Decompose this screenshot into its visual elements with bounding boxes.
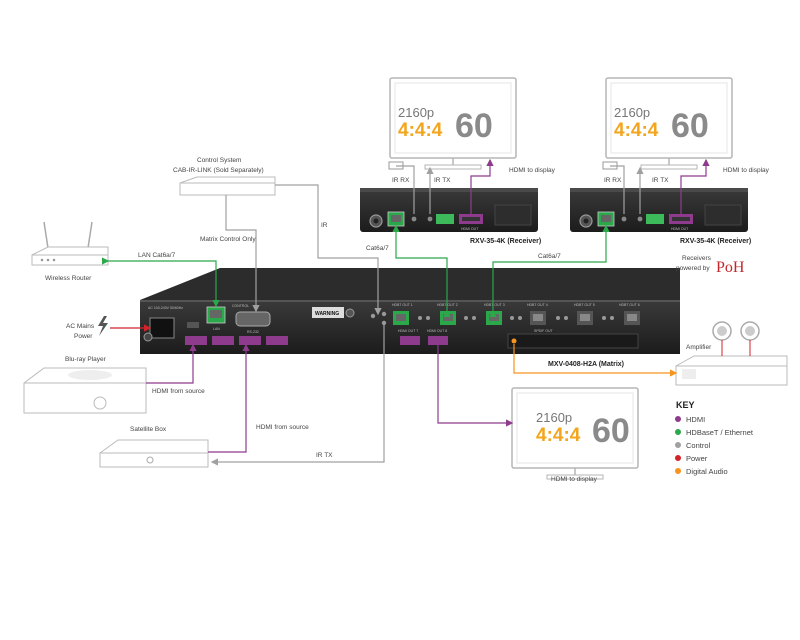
ac-rating-label: AC 100-240V 50/60Hz bbox=[148, 306, 183, 310]
receiver-2: HDMI OUT RXV-35-4K (Receiver) bbox=[570, 188, 751, 245]
ir-label: IR bbox=[321, 222, 328, 229]
rs232-label: RS-232 bbox=[247, 330, 259, 334]
receivers-powered-line2: powered by bbox=[676, 265, 710, 272]
ir-tx-label-1: IR TX bbox=[434, 177, 451, 184]
hdbt-out-4-label: HDBT OUT 4 bbox=[527, 303, 548, 307]
display-receiver-1: 2160p 4:4:4 60 bbox=[389, 77, 517, 170]
display-resolution: 2160p bbox=[614, 105, 650, 120]
display-chroma: 4:4:4 bbox=[398, 120, 443, 141]
key-dot bbox=[675, 455, 681, 461]
control-system-box bbox=[179, 176, 276, 196]
display-chroma: 4:4:4 bbox=[614, 120, 659, 141]
lan-label: LAN bbox=[213, 327, 220, 331]
key-item-digital-audio: Digital Audio bbox=[686, 467, 728, 476]
cat6a-label-1: Cat6a/7 bbox=[366, 245, 389, 252]
display-hdmi-out: 2160p 4:4:4 60 bbox=[511, 387, 639, 480]
display-resolution: 2160p bbox=[536, 410, 572, 425]
ir-tx-label: IR TX bbox=[316, 452, 333, 459]
key-item-control: Control bbox=[686, 441, 711, 450]
bluray-hdmi-cable bbox=[146, 343, 197, 384]
ac-mains-title: AC Mains bbox=[66, 323, 95, 330]
legend-key: KEY HDMI HDBaseT / Ethernet Control Powe… bbox=[675, 400, 754, 476]
display-fps: 60 bbox=[671, 107, 709, 145]
hdmi-display-label-2: HDMI to display bbox=[723, 167, 770, 174]
hdmi-out-label: HDMI OUT bbox=[671, 227, 689, 231]
control-system-subtitle: CAB-IR-LINK (Sold Separately) bbox=[173, 167, 264, 174]
control-label: CONTROL bbox=[232, 304, 249, 308]
ir-rx-label-1: IR RX bbox=[392, 177, 410, 184]
amplifier-label: Amplifier bbox=[686, 344, 712, 351]
ir-rx-cable-1 bbox=[396, 165, 415, 214]
matrix-model: MXV-0408-H2A (Matrix) bbox=[548, 361, 624, 368]
display-chroma: 4:4:4 bbox=[536, 425, 581, 446]
key-title: KEY bbox=[676, 400, 695, 410]
bluray-label: Blu-ray Player bbox=[65, 356, 107, 363]
hdbaset-cable-1 bbox=[392, 224, 451, 317]
key-dot bbox=[675, 468, 681, 474]
digital-audio-cable bbox=[513, 344, 678, 377]
ir-tx-satellite-cable bbox=[210, 325, 385, 466]
receivers-powered-line1: Receivers bbox=[682, 255, 712, 262]
poh-logo: PoH bbox=[716, 259, 745, 276]
hdbt-out-5-label: HDBT OUT 5 bbox=[574, 303, 595, 307]
control-system-title: Control System bbox=[197, 157, 241, 164]
hdmi-display-label-1: HDMI to display bbox=[509, 167, 556, 174]
ir-cable bbox=[275, 184, 382, 316]
spdif-label: SPDIF OUT bbox=[534, 329, 554, 333]
hdbt-out-1-label: HDBT OUT 1 bbox=[392, 303, 413, 307]
display-receiver-2: 2160p 4:4:4 60 bbox=[605, 77, 733, 170]
hdmi-source-label: HDMI from source bbox=[152, 388, 205, 395]
hdmi-source-label-2: HDMI from source bbox=[256, 424, 309, 431]
ir-tx-label-2: IR TX bbox=[652, 177, 669, 184]
display-resolution: 2160p bbox=[398, 105, 434, 120]
hdmi-out-8-label: HDMI OUT 8 bbox=[427, 329, 447, 333]
wireless-router bbox=[31, 221, 109, 266]
hdbt-out-3-label: HDBT OUT 3 bbox=[484, 303, 505, 307]
key-item-hdbaset: HDBaseT / Ethernet bbox=[686, 428, 754, 437]
hdmi-out-7-label: HDMI OUT 7 bbox=[398, 329, 418, 333]
key-dot bbox=[675, 429, 681, 435]
matrix-switch: AC 100-240V 50/60Hz LAN CONTROL RS-232 W… bbox=[140, 268, 680, 368]
rs232-port bbox=[235, 311, 271, 327]
cat6a-label-2: Cat6a/7 bbox=[538, 253, 561, 260]
ac-mains-subtitle: Power bbox=[74, 333, 93, 340]
key-item-hdmi: HDMI bbox=[686, 415, 705, 424]
receiver-hdmi-cable-2 bbox=[680, 158, 710, 214]
display-fps: 60 bbox=[455, 107, 493, 145]
satellite-box bbox=[99, 439, 209, 468]
ir-rx-cable-2 bbox=[610, 165, 625, 214]
hdbaset-cable-2 bbox=[489, 224, 610, 317]
matrix-control-label: Matrix Control Only bbox=[200, 236, 256, 243]
hdbt-out-6-label: HDBT OUT 6 bbox=[619, 303, 640, 307]
bluray-player bbox=[23, 367, 147, 414]
display-fps: 60 bbox=[592, 412, 630, 450]
amplifier bbox=[675, 321, 788, 386]
lightning-icon bbox=[98, 316, 108, 336]
receiver-1-model: RXV-35-4K (Receiver) bbox=[470, 238, 541, 245]
wireless-router-label: Wireless Router bbox=[45, 275, 92, 282]
hdmi-display-label-3: HDMI to display bbox=[551, 476, 598, 483]
receiver-2-model: RXV-35-4K (Receiver) bbox=[680, 238, 751, 245]
receiver-hdmi-cable-1 bbox=[470, 158, 494, 214]
warning-label: WARNING bbox=[315, 311, 339, 317]
key-dot bbox=[675, 442, 681, 448]
iec-power-socket bbox=[149, 317, 175, 339]
satellite-label: Satellite Box bbox=[130, 426, 167, 433]
lan-cat-label: LAN Cat6a/7 bbox=[138, 252, 176, 259]
receiver-1: HDMI OUT RXV-35-4K (Receiver) bbox=[360, 188, 541, 245]
hdmi-out-cable bbox=[437, 345, 514, 427]
satellite-hdmi-cable bbox=[208, 343, 250, 453]
key-dot bbox=[675, 416, 681, 422]
ir-rx-label-2: IR RX bbox=[604, 177, 622, 184]
hdmi-out-label: HDMI OUT bbox=[461, 227, 479, 231]
matrix-control-cable bbox=[225, 195, 260, 313]
key-item-power: Power bbox=[686, 454, 708, 463]
lan-cable bbox=[102, 257, 220, 308]
